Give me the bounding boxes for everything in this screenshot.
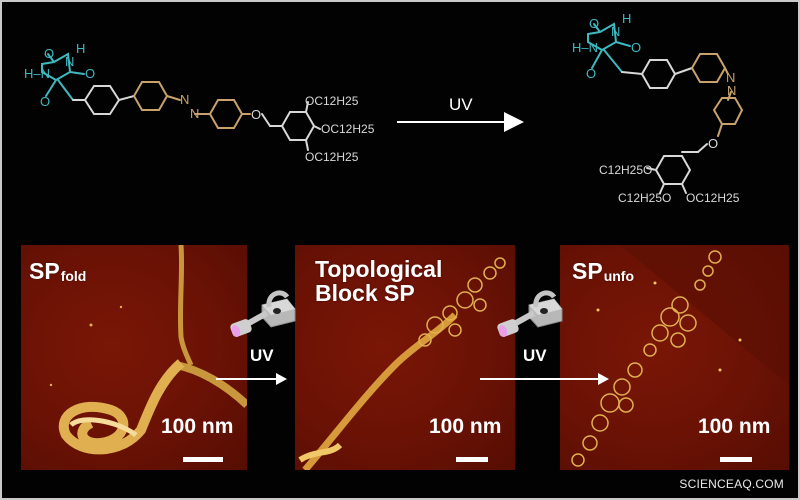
svg-text:N: N (727, 83, 736, 98)
afm-panel-sp-fold: SPfold 100 nm (21, 245, 247, 470)
svg-text:OC12H25: OC12H25 (305, 94, 359, 108)
trans-molecule (41, 52, 321, 151)
svg-text:N: N (65, 54, 74, 69)
transition-1-uv-label: UV (250, 346, 274, 365)
svg-text:OC12H25: OC12H25 (321, 122, 375, 136)
svg-text:O: O (586, 66, 596, 81)
svg-text:N: N (726, 70, 735, 85)
trans-molecule-labels: O H N H–N O O N N O OC12H25 OC12H25 OC12… (24, 41, 375, 164)
svg-text:H–N: H–N (572, 40, 598, 55)
panel-title-sp-fold: SPfold (29, 258, 87, 284)
uv-lamp-icon (497, 290, 563, 337)
transition-1-arrow (216, 378, 278, 380)
svg-text:N: N (180, 92, 189, 107)
cis-molecule (587, 22, 744, 194)
scale-bar-label: 100 nm (161, 415, 234, 438)
afm-panel-sp-unfo: SPunfo 100 nm (560, 245, 789, 470)
svg-text:O: O (631, 40, 641, 55)
arrow-head-icon (276, 373, 287, 385)
watermark: SCIENCEAQ.COM (679, 477, 784, 491)
transition-2-uv-label: UV (523, 346, 547, 365)
arrow-head-icon (598, 373, 609, 385)
svg-text:O: O (44, 46, 54, 61)
scale-bar-label: 100 nm (698, 415, 771, 438)
afm-image-block-fiber (298, 257, 506, 470)
cis-molecule-labels: O H N H–N O O N N O C12H25O C12H25O OC12… (572, 11, 740, 205)
svg-text:N: N (190, 106, 199, 121)
chemical-scheme: O H N H–N O O N N O OC12H25 OC12H25 OC12… (24, 11, 744, 205)
svg-text:O: O (251, 107, 261, 122)
svg-text:H–N: H–N (24, 66, 50, 81)
svg-text:C12H25O: C12H25O (618, 191, 671, 205)
reaction-arrow-label: UV (449, 95, 473, 114)
svg-text:N: N (611, 24, 620, 39)
svg-text:H: H (622, 11, 631, 26)
svg-text:C12H25O: C12H25O (599, 163, 652, 177)
transition-2-arrow (480, 378, 600, 380)
scale-bar (720, 457, 752, 462)
afm-panel-topological-block-sp: Topological Block SP 100 nm (295, 245, 515, 470)
svg-text:O: O (85, 66, 95, 81)
scale-bar (183, 457, 223, 462)
svg-text:OC12H25: OC12H25 (686, 191, 740, 205)
afm-image-folded-fiber (49, 245, 247, 455)
panel-title-sp-unfo: SPunfo (572, 258, 635, 284)
svg-text:OC12H25: OC12H25 (305, 150, 359, 164)
scale-bar (456, 457, 488, 462)
panel-title-topological-block-sp: Topological Block SP (315, 256, 443, 306)
svg-text:H: H (76, 41, 85, 56)
svg-text:O: O (40, 94, 50, 109)
svg-text:O: O (708, 136, 718, 151)
afm-image-unfolded-fiber (571, 245, 789, 467)
scale-bar-label: 100 nm (429, 415, 502, 438)
svg-text:O: O (589, 16, 599, 31)
uv-lamp-icon (230, 290, 296, 337)
